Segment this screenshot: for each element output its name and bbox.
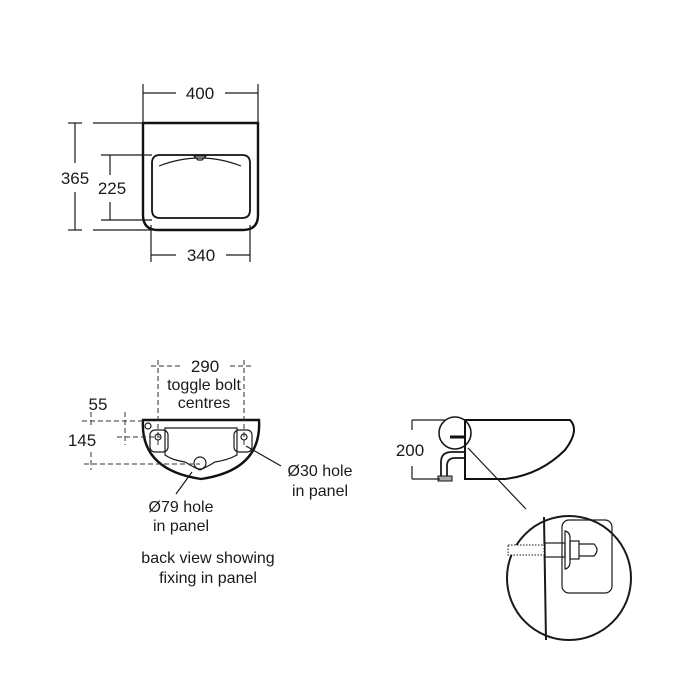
label-hole-79-panel: in panel	[153, 518, 209, 535]
plan-view: 400 365 225 340	[61, 84, 260, 265]
trap	[440, 451, 465, 476]
caption-line-2: fixing in panel	[159, 570, 257, 587]
dim-offset-height: 145	[68, 431, 96, 450]
label-centres: centres	[178, 395, 230, 412]
detail-leader	[467, 447, 527, 510]
bolt-detail	[506, 515, 632, 641]
dim-bowl-depth: 225	[98, 179, 126, 198]
bowl-rim	[158, 157, 242, 167]
dim-bowl-width: 340	[187, 246, 215, 265]
label-hole-30: Ø30 hole	[288, 463, 353, 480]
basin-outline	[141, 121, 260, 232]
dim-side-height: 200	[396, 441, 424, 460]
trap-outlet	[437, 475, 453, 482]
label-toggle-bolt: toggle bolt	[167, 377, 241, 394]
side-view: 200	[396, 416, 632, 641]
back-outline	[141, 418, 261, 481]
detail-marker-circle	[438, 416, 472, 450]
leader-79	[175, 471, 193, 495]
side-outline	[464, 419, 575, 480]
label-hole-30-panel: in panel	[292, 483, 348, 500]
caption-line-1: back view showing	[141, 550, 274, 567]
waste-hole	[193, 456, 207, 470]
dim-width-overall: 400	[186, 84, 214, 103]
leader-30	[245, 445, 282, 467]
back-panel-recess	[164, 427, 238, 471]
back-view: 290 toggle bolt centres 55 145 Ø30 hole …	[68, 357, 353, 587]
dim-bolt-centres: 290	[191, 357, 219, 376]
left-bracket	[149, 429, 169, 453]
bowl-outline	[151, 154, 251, 219]
overflow-hole	[144, 422, 152, 430]
dim-offset-top: 55	[89, 395, 108, 414]
label-hole-79: Ø79 hole	[149, 499, 214, 516]
right-bracket	[233, 429, 253, 453]
dim-depth-overall: 365	[61, 169, 89, 188]
overflow-slot	[192, 155, 208, 161]
